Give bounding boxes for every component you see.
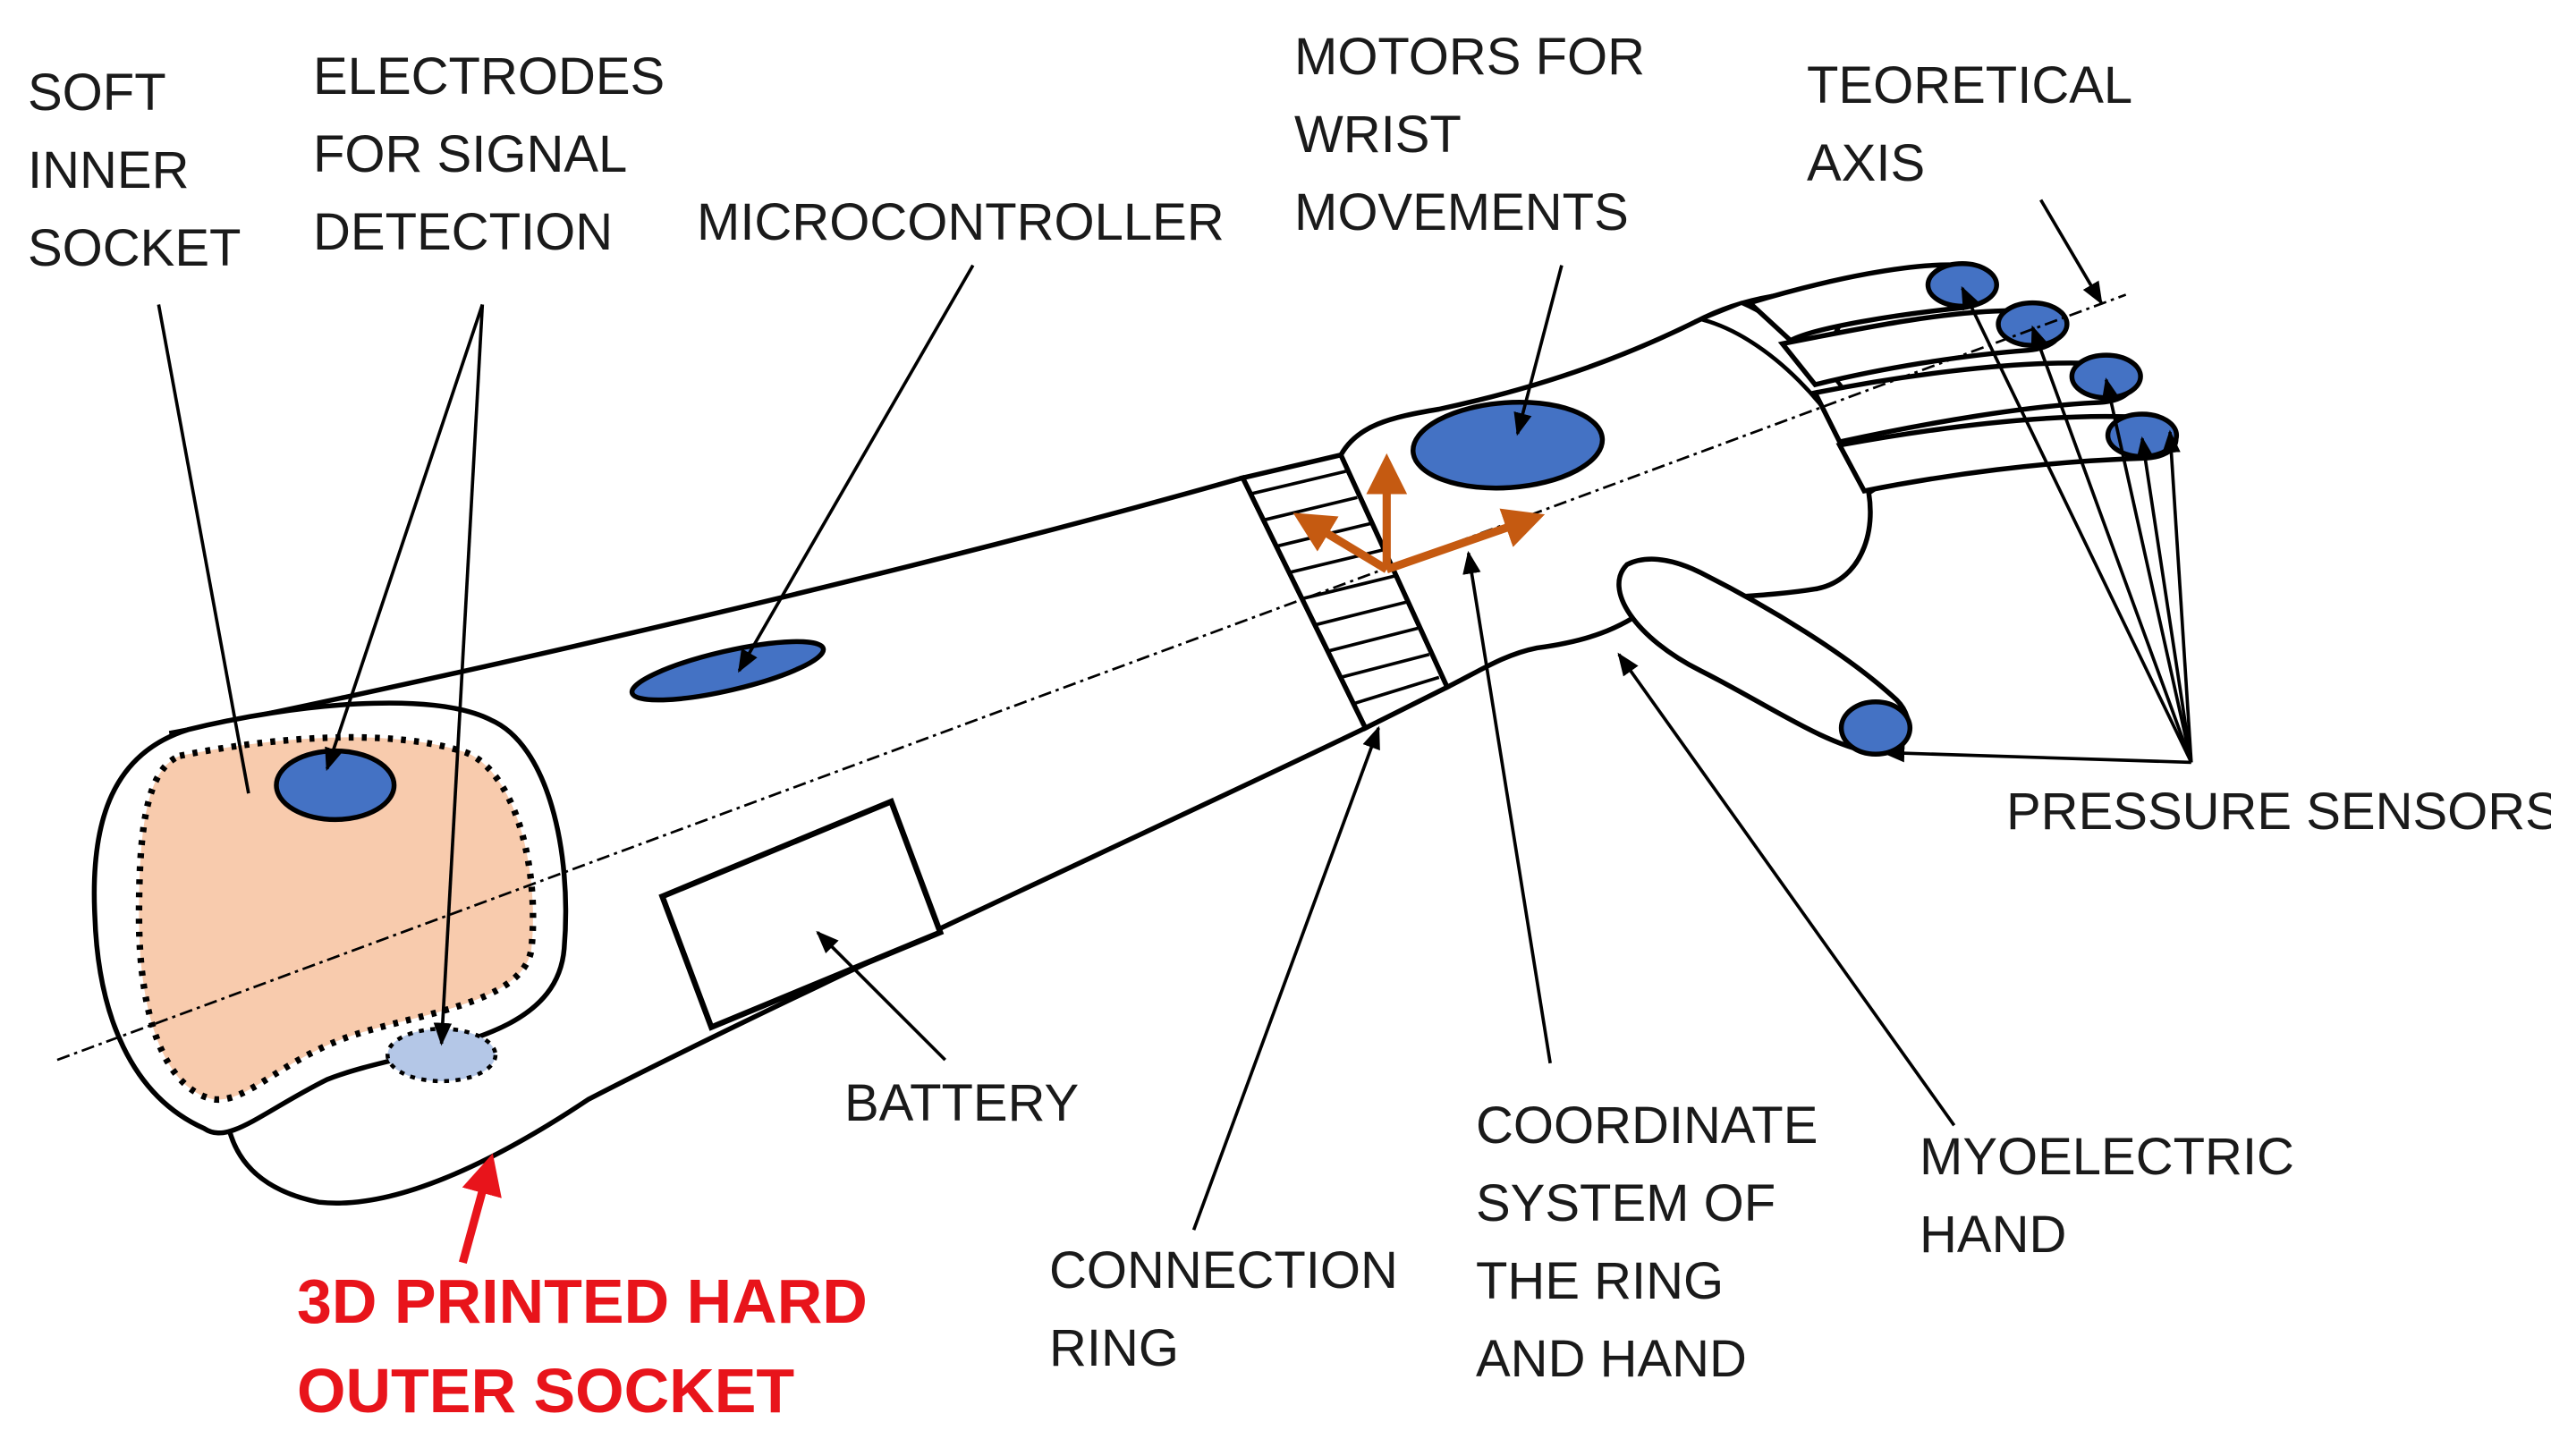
motors-label: MOTORS FOR WRIST MOVEMENTS <box>1294 28 1646 241</box>
battery-label: BATTERY <box>844 1074 1080 1132</box>
pressure-sensor-icon <box>2069 352 2143 401</box>
microcontroller-icon <box>629 639 826 703</box>
battery-icon <box>658 798 945 1031</box>
soft-inner-socket <box>135 733 537 1104</box>
outer-socket-arrow <box>458 1153 502 1265</box>
connection-ring-label: CONNECTION RING <box>1049 1241 1398 1377</box>
coordinate-axes-icon <box>1292 453 1546 573</box>
pressure-sensor-icon <box>1925 261 1999 309</box>
coordinate-system-label: COORDINATE SYSTEM OF THE RING AND HAND <box>1476 1096 1818 1388</box>
electrodes-label: ELECTRODES FOR SIGNAL DETECTION <box>313 47 665 261</box>
pressure-sensors-label: PRESSURE SENSORS <box>2006 783 2551 841</box>
electrode-sensor-icon <box>274 748 397 823</box>
microcontroller-label: MICROCONTROLLER <box>697 193 1225 251</box>
teoretical-axis-label: TEORETICAL AXIS <box>1807 56 2133 192</box>
pressure-sensor-icon <box>1996 300 2070 348</box>
pressure-sensor-icon <box>1838 699 1913 757</box>
hidden-electrode-icon <box>385 1027 498 1084</box>
soft-inner-socket-label: SOFT INNER SOCKET <box>28 63 242 277</box>
theoretical-axis-line <box>56 293 2127 1062</box>
leader-lines <box>157 199 2193 1231</box>
outer-socket-label: 3D PRINTED HARD OUTER SOCKET <box>297 1266 868 1426</box>
wrist-motor-icon <box>1411 399 1606 491</box>
myoelectric-hand-label: MYOELECTRIC HAND <box>1920 1128 2294 1264</box>
